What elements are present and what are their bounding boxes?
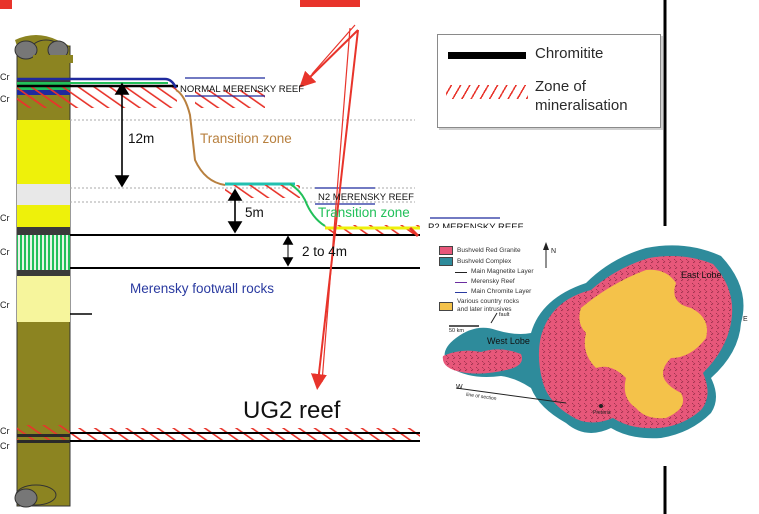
fault-label: fault	[499, 312, 510, 318]
east-marker-label: E	[743, 316, 748, 323]
inset-map: Bushveld Red Granite Bushveld Complex Ma…	[421, 228, 759, 464]
east-lobe-label: East Lobe	[681, 270, 722, 280]
reef-label-p2: P2 MERENSKY REEF	[428, 222, 524, 233]
mineralisation-swatch	[446, 85, 528, 99]
inset-legend-item: Various country rocks and later intrusiv…	[457, 298, 520, 313]
inset-legend-item: Bushveld Complex	[457, 257, 512, 265]
reef-label-ug2: UG2 reef	[243, 397, 341, 424]
inset-legend: Bushveld Red Granite Bushveld Complex Ma…	[439, 246, 534, 316]
distance-label-12m: 12m	[128, 131, 154, 146]
pretoria-label: Pretoria	[593, 410, 611, 416]
distance-arrows	[114, 82, 294, 267]
inset-legend-item: Main Magnetite Layer	[471, 268, 534, 275]
distance-label-2to4m: 2 to 4m	[302, 244, 347, 259]
chromitite-labels: Cr Cr Cr Cr Cr Cr Cr	[0, 72, 10, 451]
inset-legend-item: Merensky Reef	[471, 278, 515, 285]
inset-legend-item: Bushveld Red Granite	[457, 246, 521, 254]
inset-legend-item: Main Chromite Layer	[471, 288, 532, 295]
cr-label: Cr	[0, 300, 10, 310]
distance-label-5m: 5m	[245, 205, 264, 220]
transition-zone-label: Transition zone	[200, 131, 292, 146]
cr-label: Cr	[0, 213, 10, 223]
legend-label-chromitite: Chromitite	[535, 45, 604, 62]
legend-label-mineralisation: Zone of mineralisation	[535, 78, 628, 114]
pointer-arrows	[299, 24, 359, 390]
west-marker-label: W	[456, 384, 463, 391]
bushveld-map	[421, 228, 759, 464]
transition-zone-label-2: Transition zone	[318, 205, 410, 220]
layer-lines	[17, 77, 500, 442]
transition-curves	[175, 89, 420, 238]
section-line-label: line of section	[465, 391, 497, 403]
chromitite-swatch	[448, 52, 526, 59]
cr-label: Cr	[0, 426, 10, 436]
heading-fragment	[0, 0, 360, 9]
scale-label: 50 km	[449, 328, 464, 334]
cr-label: Cr	[0, 72, 10, 82]
reef-label-normal: NORMAL MERENSKY REEF	[180, 84, 304, 95]
reef-label-n2: N2 MERENSKY REEF	[318, 192, 414, 203]
north-label: N	[551, 248, 557, 255]
cr-label: Cr	[0, 247, 10, 257]
footwall-label: Merensky footwall rocks	[130, 281, 274, 296]
cr-label: Cr	[0, 441, 10, 451]
legend: Chromitite Zone of mineralisation	[437, 34, 661, 128]
west-lobe-label: West Lobe	[487, 336, 530, 346]
cr-label: Cr	[0, 94, 10, 104]
